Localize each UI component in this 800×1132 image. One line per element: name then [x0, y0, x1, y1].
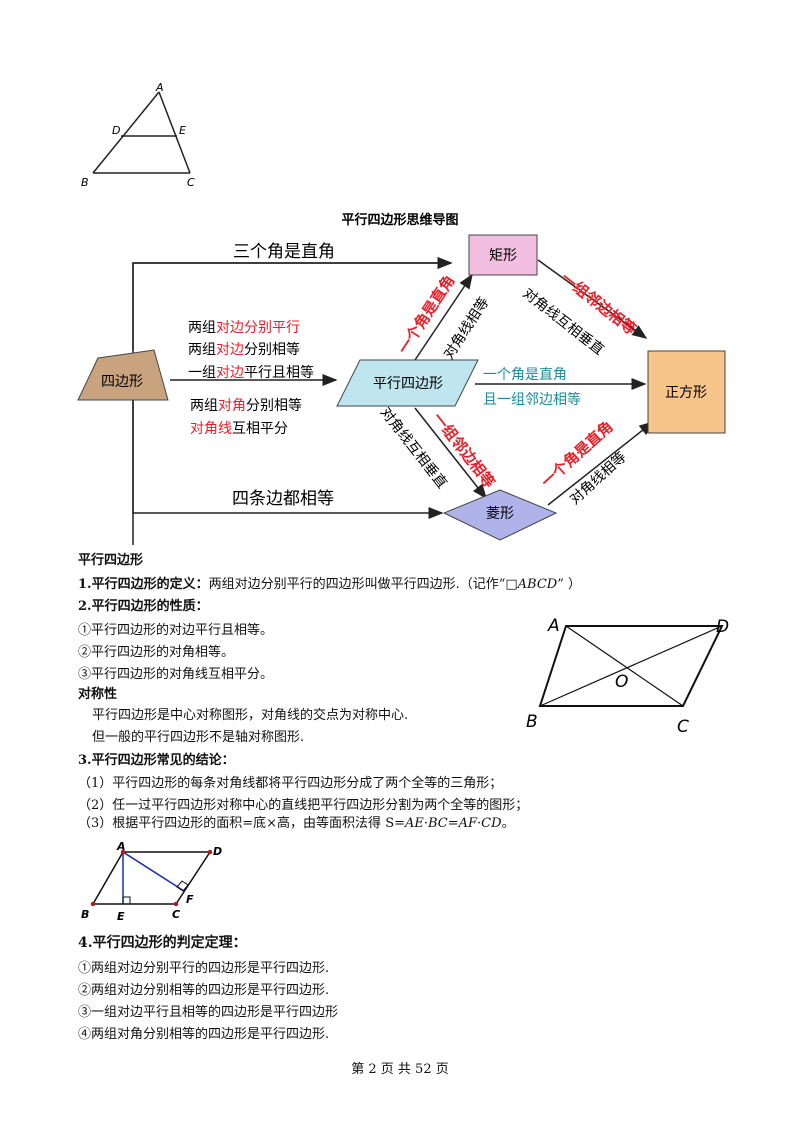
property-1: ①平行四边形的对边平行且相等。: [78, 623, 274, 638]
label-c: C: [677, 717, 689, 737]
label-f: F: [186, 893, 194, 906]
label-d: D: [213, 845, 222, 858]
label-o: O: [615, 672, 628, 692]
label-d: D: [716, 617, 729, 637]
label-a: A: [547, 616, 560, 636]
label-b: B: [526, 712, 538, 732]
label-c: C: [187, 176, 195, 189]
node-parallelogram-label: 平行四边形: [373, 376, 443, 392]
property-3: ③平行四边形的对角线互相平分。: [78, 667, 274, 682]
conclusion-1: （1）平行四边形的每条对角线都将平行四边形分成了两个全等的三角形；: [78, 776, 503, 791]
theorem-1: ①两组对边分别平行的四边形是平行四边形.: [78, 961, 330, 976]
properties-title: 2.平行四边形的性质：: [78, 599, 209, 614]
mindmap-title: 平行四边形思维导图: [341, 212, 458, 228]
page-footer: 第 2 页 共 52 页: [351, 1062, 449, 1077]
label-e: E: [117, 910, 125, 923]
conclusion-3: （3）根据平行四边形的面积=底×高，由等面积法得 S=AE·BC=AF·CD。: [78, 816, 515, 831]
node-quadrilateral: [77, 349, 169, 401]
label-c: C: [172, 908, 180, 921]
para-to-square-line2: 且一组邻边相等: [483, 391, 581, 408]
cond-2: 两组对边分别相等: [188, 341, 300, 358]
parallelogram-abcd-figure: A D B C O: [526, 616, 729, 737]
node-square-label: 正方形: [665, 385, 707, 401]
parallelogram-heights-figure: A D B E C F: [81, 840, 222, 923]
node-quadrilateral-label: 四边形: [101, 374, 143, 390]
para-to-rect-black: 对角线相等: [440, 294, 492, 362]
cond-1: 两组对边分别平行: [188, 320, 300, 336]
theorem-4: ④两组对角分别相等的四边形是平行四边形.: [78, 1027, 330, 1042]
symmetry-title: 对称性: [78, 687, 118, 702]
node-rhombus-label: 菱形: [486, 506, 514, 522]
symmetry-line-1: 平行四边形是中心对称图形，对角线的交点为对称中心.: [92, 708, 409, 723]
node-rectangle: [468, 234, 538, 276]
label-a: A: [155, 81, 164, 94]
theorem-3: ③一组对边平行且相等的四边形是平行四边形: [78, 1005, 339, 1020]
symmetry-line-2: 但一般的平行四边形不是轴对称图形.: [92, 730, 305, 745]
property-2: ②平行四边形的对角相等。: [78, 645, 235, 660]
edge-bottom-label: 四条边都相等: [232, 489, 334, 509]
mind-map: 平行四边形思维导图 四边形 平行四边形 矩形 菱形 正方形 三个角是直角 四条边…: [77, 212, 726, 545]
cond-3: 一组对边平行且相等: [188, 364, 314, 381]
label-b: B: [81, 908, 89, 921]
cond-4: 两组对角分别相等: [190, 397, 302, 414]
definition-line: 1.平行四边形的定义：两组对边分别平行的四边形叫做平行四边形.（记作“□ABCD…: [78, 577, 581, 592]
cond-5: 对角线互相平分: [190, 421, 288, 437]
triangle-figure: A D E B C: [81, 81, 195, 189]
theorems-title: 4.平行四边形的判定定理：: [78, 935, 247, 951]
label-e: E: [179, 124, 186, 137]
node-rectangle-label: 矩形: [489, 248, 517, 264]
node-parallelogram: [336, 359, 479, 407]
section-title: 平行四边形: [78, 553, 144, 568]
label-a: A: [116, 840, 126, 853]
theorem-2: ②两组对边分别相等的四边形是平行四边形.: [78, 983, 330, 998]
conclusion-2: （2）任一过平行四边形对称中心的直线把平行四边形分割为两个全等的图形；: [78, 798, 529, 813]
node-rhombus: [442, 489, 558, 541]
para-to-square-line1: 一个角是直角: [483, 366, 567, 383]
label-d: D: [112, 124, 120, 137]
node-square: [647, 350, 726, 434]
edge-top-label: 三个角是直角: [233, 242, 335, 262]
label-b: B: [81, 176, 89, 189]
conclusions-title: 3.平行四边形常见的结论：: [78, 753, 235, 768]
